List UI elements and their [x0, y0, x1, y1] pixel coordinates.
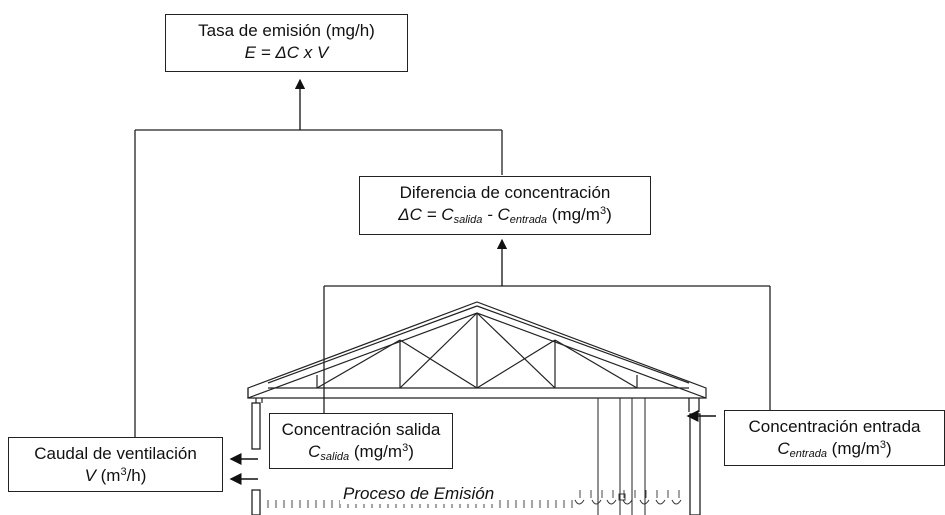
inlet-concentration-box: Concentración entrada Centrada (mg/m3) — [724, 410, 945, 466]
outlet-title: Concentración salida — [281, 420, 441, 439]
feeder-icons — [574, 493, 682, 505]
connector-lines — [134, 129, 771, 437]
flow-formula: V (m3/h) — [84, 466, 147, 485]
emission-process-label: Proceso de Emisión — [340, 484, 498, 504]
concentration-difference-box: Diferencia de concentración ΔC = Csalida… — [359, 176, 651, 235]
outlet-concentration-box: Concentración salida Csalida (mg/m3) — [269, 413, 453, 469]
emission-rate-formula: E = ΔC x V — [244, 43, 329, 62]
interior-poles — [597, 398, 646, 515]
inlet-formula: Centrada (mg/m3) — [777, 439, 892, 460]
difference-formula: ΔC = Csalida - Centrada (mg/m3) — [398, 205, 612, 226]
building-truss — [247, 301, 707, 403]
outlet-formula: Csalida (mg/m3) — [308, 442, 414, 463]
ventilation-flow-box: Caudal de ventilación V (m3/h) — [8, 437, 223, 492]
difference-title: Diferencia de concentración — [399, 183, 611, 202]
emission-rate-title: Tasa de emisión (mg/h) — [198, 21, 375, 40]
inlet-title: Concentración entrada — [748, 417, 921, 436]
emission-rate-box: Tasa de emisión (mg/h) E = ΔC x V — [165, 14, 408, 72]
flow-title: Caudal de ventilación — [34, 444, 197, 463]
